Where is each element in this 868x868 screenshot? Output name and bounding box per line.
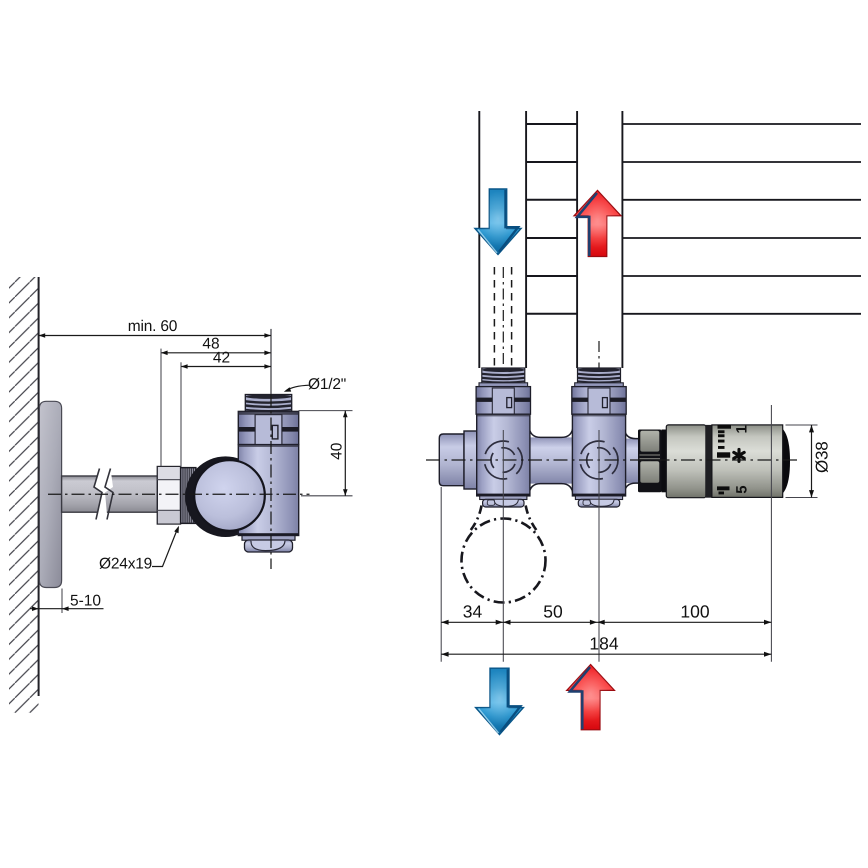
svg-text:184: 184 xyxy=(589,634,618,654)
svg-text:48: 48 xyxy=(202,336,219,353)
svg-text:Ø24x19: Ø24x19 xyxy=(99,556,152,573)
svg-text:100: 100 xyxy=(680,602,709,622)
svg-text:5-10: 5-10 xyxy=(70,593,101,610)
svg-text:40: 40 xyxy=(329,442,346,460)
svg-text:min. 60: min. 60 xyxy=(128,318,178,335)
svg-text:Ø1/2": Ø1/2" xyxy=(308,376,346,393)
svg-text:42: 42 xyxy=(213,349,230,366)
svg-text:1: 1 xyxy=(734,425,751,433)
svg-text:34: 34 xyxy=(463,602,483,622)
svg-text:Ø38: Ø38 xyxy=(813,441,832,473)
svg-text:50: 50 xyxy=(543,602,563,622)
svg-text:5: 5 xyxy=(734,485,751,493)
